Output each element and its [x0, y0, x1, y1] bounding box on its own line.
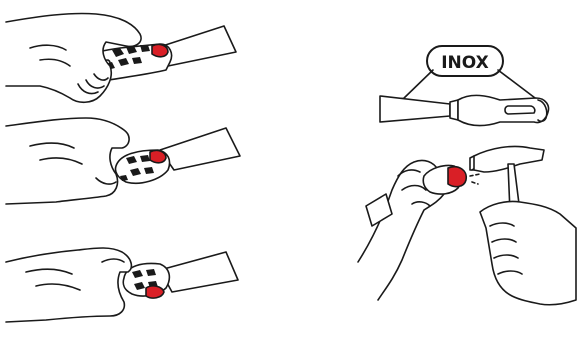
handle-red-end	[146, 286, 164, 298]
hand-grip-scraper-step-3	[6, 248, 238, 322]
hand-grip-scraper-step-2	[6, 118, 240, 204]
handle-red-tip	[152, 44, 168, 56]
stainless-scraper-with-handle: INOX	[380, 46, 549, 126]
scraper-blade	[160, 128, 240, 170]
hand-outline	[6, 118, 129, 204]
inox-label: INOX	[441, 53, 489, 73]
scraper-ferrule	[450, 100, 458, 120]
scraper-blade	[160, 252, 238, 292]
hand-grip-scraper-step-1	[6, 13, 236, 102]
handle-red-end	[448, 167, 466, 187]
hammer-striking-handle-end	[358, 146, 576, 304]
right-hand-outline	[480, 201, 576, 304]
leader-line-blade	[402, 70, 433, 100]
scraper-blade	[380, 96, 450, 122]
handle-red-tip	[150, 150, 166, 162]
